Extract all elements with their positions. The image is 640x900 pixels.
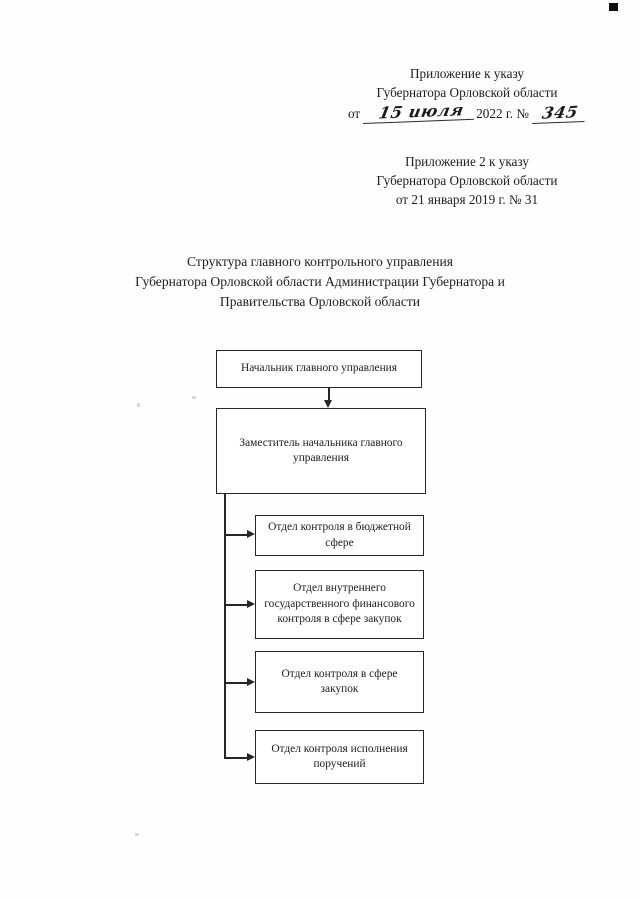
node-label: Отдел внутреннего государственного финан… [264, 582, 415, 626]
scan-artifact-mark [609, 3, 618, 11]
node-label: Начальник главного управления [240, 362, 398, 375]
edge-branch-3-line [224, 682, 247, 684]
header-primary-line1: Приложение к указу [410, 66, 524, 81]
page-title: Структура главного контрольного управлен… [0, 252, 640, 312]
handwritten-number-field: 345 [531, 102, 588, 124]
node-dept-assignment-control: Отдел контроля исполнения поручений [255, 730, 424, 784]
header-secondary-line2: Губернатора Орловской области [376, 173, 558, 188]
node-label: Отдел контроля исполнения поручений [271, 742, 408, 771]
header-secondary-line1: Приложение 2 к указу [405, 154, 529, 169]
edge-branch-4-line [224, 757, 247, 759]
node-label: Заместитель начальника главного управлен… [239, 436, 403, 465]
edge-head-to-deputy-arrow [324, 400, 332, 408]
node-dept-internal-financial-control: Отдел внутреннего государственного финан… [255, 570, 424, 639]
node-deputy-head: Заместитель начальника главного управлен… [216, 408, 426, 494]
edge-branch-2-line [224, 604, 247, 606]
node-dept-procurement-control: Отдел контроля в сфере закупок [255, 651, 424, 713]
node-label: Отдел контроля в сфере закупок [281, 667, 398, 696]
header-secondary: Приложение 2 к указу Губернатора Орловск… [336, 152, 598, 209]
header-primary: Приложение к указу Губернатора Орловской… [336, 64, 598, 102]
edge-branch-1-line [224, 534, 247, 536]
scan-speck [137, 403, 140, 407]
node-head-of-department: Начальник главного управления [216, 350, 422, 388]
page-title-line3: Правительства Орловской области [219, 294, 421, 309]
header-primary-date-line: от 15 июля 2022 г. № 345 [348, 100, 598, 124]
scan-speck [192, 396, 196, 399]
edge-branch-3-arrow [247, 678, 255, 686]
edge-branch-1-arrow [247, 530, 255, 538]
year-and-number-label: 2022 г. № [476, 106, 529, 121]
edge-branch-2-arrow [247, 600, 255, 608]
edge-trunk-vertical [224, 494, 226, 757]
page-title-line2: Губернатора Орловской области Администра… [135, 274, 505, 289]
handwritten-date-field: 15 июля [363, 100, 478, 124]
header-primary-line2: Губернатора Орловской области [376, 85, 558, 100]
edge-branch-4-arrow [247, 753, 255, 761]
scan-speck [135, 833, 139, 836]
node-label: Отдел контроля в бюджетной сфере [268, 521, 411, 549]
header-secondary-line3: от 21 января 2019 г. № 31 [395, 192, 539, 207]
node-dept-budget-control: Отдел контроля в бюджетной сфере [255, 515, 424, 556]
edge-head-to-deputy-line [328, 388, 330, 401]
date-prefix-label: от [348, 106, 361, 121]
page-title-line1: Структура главного контрольного управлен… [187, 254, 453, 269]
